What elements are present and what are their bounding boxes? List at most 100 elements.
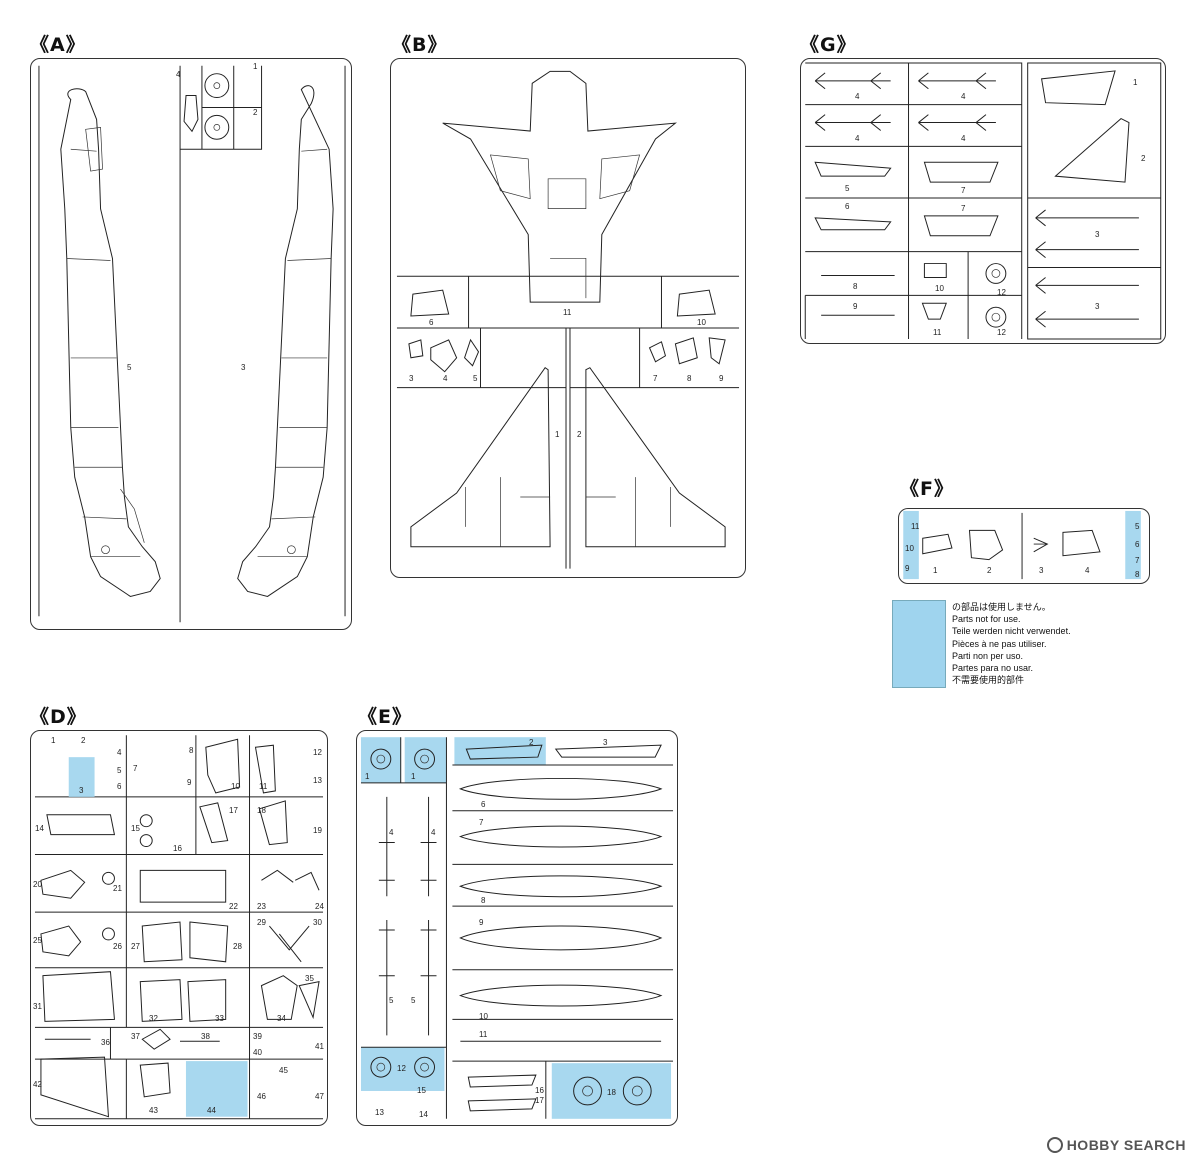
sprue-d-part-label: 40 bbox=[253, 1048, 262, 1057]
sprue-g-part-label: 2 bbox=[1141, 154, 1146, 163]
sprue-d-part-label: 47 bbox=[315, 1092, 324, 1101]
sprue-d-part-label: 12 bbox=[313, 748, 322, 757]
sprue-d-part-label: 18 bbox=[257, 806, 266, 815]
sprue-b-part-label: 3 bbox=[409, 374, 414, 383]
sprue-g-part-label: 7 bbox=[961, 204, 966, 213]
sprue-d-part-label: 44 bbox=[207, 1106, 216, 1115]
sprue-f-title: 《F》 bbox=[900, 478, 954, 500]
sprue-e-part-label: 6 bbox=[481, 800, 486, 809]
sprue-d-part-label: 30 bbox=[313, 918, 322, 927]
sprue-g-frame: 1 2 3 3 4 4 4 4 5 6 7 7 8 9 10 11 12 12 bbox=[800, 58, 1166, 344]
sprue-e-part-label: 4 bbox=[431, 828, 436, 837]
legend-line: 不需要使用的部件 bbox=[952, 675, 1025, 686]
sprue-g-part-label: 1 bbox=[1133, 78, 1138, 87]
sprue-d-part-label: 5 bbox=[117, 766, 122, 775]
sprue-d-title: 《D》 bbox=[30, 706, 87, 728]
legend-line: Pièces à ne pas utiliser. bbox=[952, 638, 1047, 649]
sprue-e-part-label: 7 bbox=[479, 818, 484, 827]
watermark-text: HOBBY SEARCH bbox=[1066, 1137, 1186, 1153]
sprue-e-frame: 1 1 2 3 4 4 5 5 6 7 8 9 10 11 12 13 14 1… bbox=[356, 730, 678, 1126]
sprue-d-part-label: 31 bbox=[33, 1002, 42, 1011]
sprue-g-part-label: 3 bbox=[1095, 230, 1100, 239]
sprue-b-part-label: 6 bbox=[429, 318, 434, 327]
sprue-b-part-label: 5 bbox=[473, 374, 478, 383]
sprue-b-frame: 1 2 3 4 5 6 7 8 9 10 11 bbox=[390, 58, 746, 578]
sprue-e-part-label: 11 bbox=[479, 1030, 488, 1039]
sprue-f-part-label: 3 bbox=[1039, 566, 1044, 575]
sprue-f-part-label: 10 bbox=[905, 544, 914, 553]
sprue-a-part-label: 2 bbox=[253, 108, 258, 117]
sprue-d-part-label: 21 bbox=[113, 884, 122, 893]
sprue-g-part-label: 3 bbox=[1095, 302, 1100, 311]
sprue-d-part-label: 34 bbox=[277, 1014, 286, 1023]
sprue-g-part-label: 11 bbox=[933, 328, 942, 337]
sprue-a-title: 《A》 bbox=[30, 34, 86, 56]
sprue-d-part-label: 42 bbox=[33, 1080, 42, 1089]
sprue-e-drawing bbox=[360, 737, 674, 1119]
sprue-e-title: 《E》 bbox=[358, 706, 412, 728]
sprue-b-part-label: 2 bbox=[577, 430, 582, 439]
sprue-e-part-label: 17 bbox=[535, 1096, 544, 1105]
sprue-d-drawing bbox=[34, 735, 324, 1120]
sprue-g-part-label: 10 bbox=[935, 284, 944, 293]
sprue-b-part-label: 10 bbox=[697, 318, 706, 327]
sprue-a-part-label: 4 bbox=[176, 70, 181, 79]
sprue-d-part-label: 27 bbox=[131, 942, 140, 951]
sprue-a-part-label: 3 bbox=[241, 363, 246, 372]
sprue-g-part-label: 12 bbox=[997, 288, 1006, 297]
sprue-g-part-label: 5 bbox=[845, 184, 850, 193]
sprue-b-part-label: 9 bbox=[719, 374, 724, 383]
sprue-a-frame: 1 2 3 4 5 bbox=[30, 58, 352, 630]
sprue-d-part-label: 10 bbox=[231, 782, 240, 791]
sprue-a-part-label: 1 bbox=[253, 62, 258, 71]
sprue-d-part-label: 35 bbox=[305, 974, 314, 983]
sprue-g-drawing bbox=[804, 62, 1162, 340]
sprue-d-part-label: 19 bbox=[313, 826, 322, 835]
sprue-d-part-label: 43 bbox=[149, 1106, 158, 1115]
sprue-e-part-label: 5 bbox=[389, 996, 394, 1005]
sprue-f-part-label: 6 bbox=[1135, 540, 1140, 549]
sprue-d-part-label: 32 bbox=[149, 1014, 158, 1023]
sprue-d-part-label: 28 bbox=[233, 942, 242, 951]
not-for-use-legend: の部品は使用しません。 Parts not for use. Teile wer… bbox=[952, 601, 1071, 686]
sprue-d-part-label: 41 bbox=[315, 1042, 324, 1051]
sprue-f-part-label: 8 bbox=[1135, 570, 1140, 579]
sprue-f-part-label: 11 bbox=[911, 522, 920, 531]
sprue-e-part-label: 4 bbox=[389, 828, 394, 837]
sprue-f-drawing bbox=[903, 510, 1141, 580]
sprue-b-part-label: 11 bbox=[563, 308, 572, 317]
sprue-d-part-label: 8 bbox=[189, 746, 194, 755]
sprue-e-part-label: 3 bbox=[603, 738, 608, 747]
sprue-d-part-label: 2 bbox=[81, 736, 86, 745]
sprue-e-part-label: 1 bbox=[365, 772, 370, 781]
sprue-e-part-label: 9 bbox=[479, 918, 484, 927]
sprue-f-part-label: 7 bbox=[1135, 556, 1140, 565]
sprue-d-part-label: 26 bbox=[113, 942, 122, 951]
sprue-f-part-label: 4 bbox=[1085, 566, 1090, 575]
sprue-d-part-label: 13 bbox=[313, 776, 322, 785]
sprue-d-part-label: 29 bbox=[257, 918, 266, 927]
sprue-b-part-label: 4 bbox=[443, 374, 448, 383]
sprue-d-part-label: 16 bbox=[173, 844, 182, 853]
sprue-e-part-label: 13 bbox=[375, 1108, 384, 1117]
sprue-g-part-label: 12 bbox=[997, 328, 1006, 337]
sprue-e-part-label: 16 bbox=[535, 1086, 544, 1095]
sprue-g-part-label: 4 bbox=[855, 134, 860, 143]
sprue-g-title: 《G》 bbox=[800, 34, 857, 56]
sprue-d-part-label: 7 bbox=[133, 764, 138, 773]
sprue-b-part-label: 1 bbox=[555, 430, 560, 439]
hobby-search-watermark: HOBBY SEARCH bbox=[1046, 1137, 1186, 1153]
sprue-g-part-label: 4 bbox=[855, 92, 860, 101]
sprue-e-part-label: 18 bbox=[607, 1088, 616, 1097]
sprue-e-part-label: 8 bbox=[481, 896, 486, 905]
sprue-d-part-label: 46 bbox=[257, 1092, 266, 1101]
legend-line: Parts not for use. bbox=[952, 614, 1021, 625]
sprue-e-part-label: 14 bbox=[419, 1110, 428, 1119]
legend-line: の部品は使用しません。 bbox=[952, 602, 1051, 612]
sprue-e-part-label: 1 bbox=[411, 772, 416, 781]
sprue-b-drawing bbox=[396, 70, 740, 569]
sprue-d-part-label: 14 bbox=[35, 824, 44, 833]
sprue-e-part-label: 2 bbox=[529, 738, 534, 747]
sprue-d-part-label: 23 bbox=[257, 902, 266, 911]
hobby-search-logo-icon bbox=[1046, 1137, 1063, 1153]
